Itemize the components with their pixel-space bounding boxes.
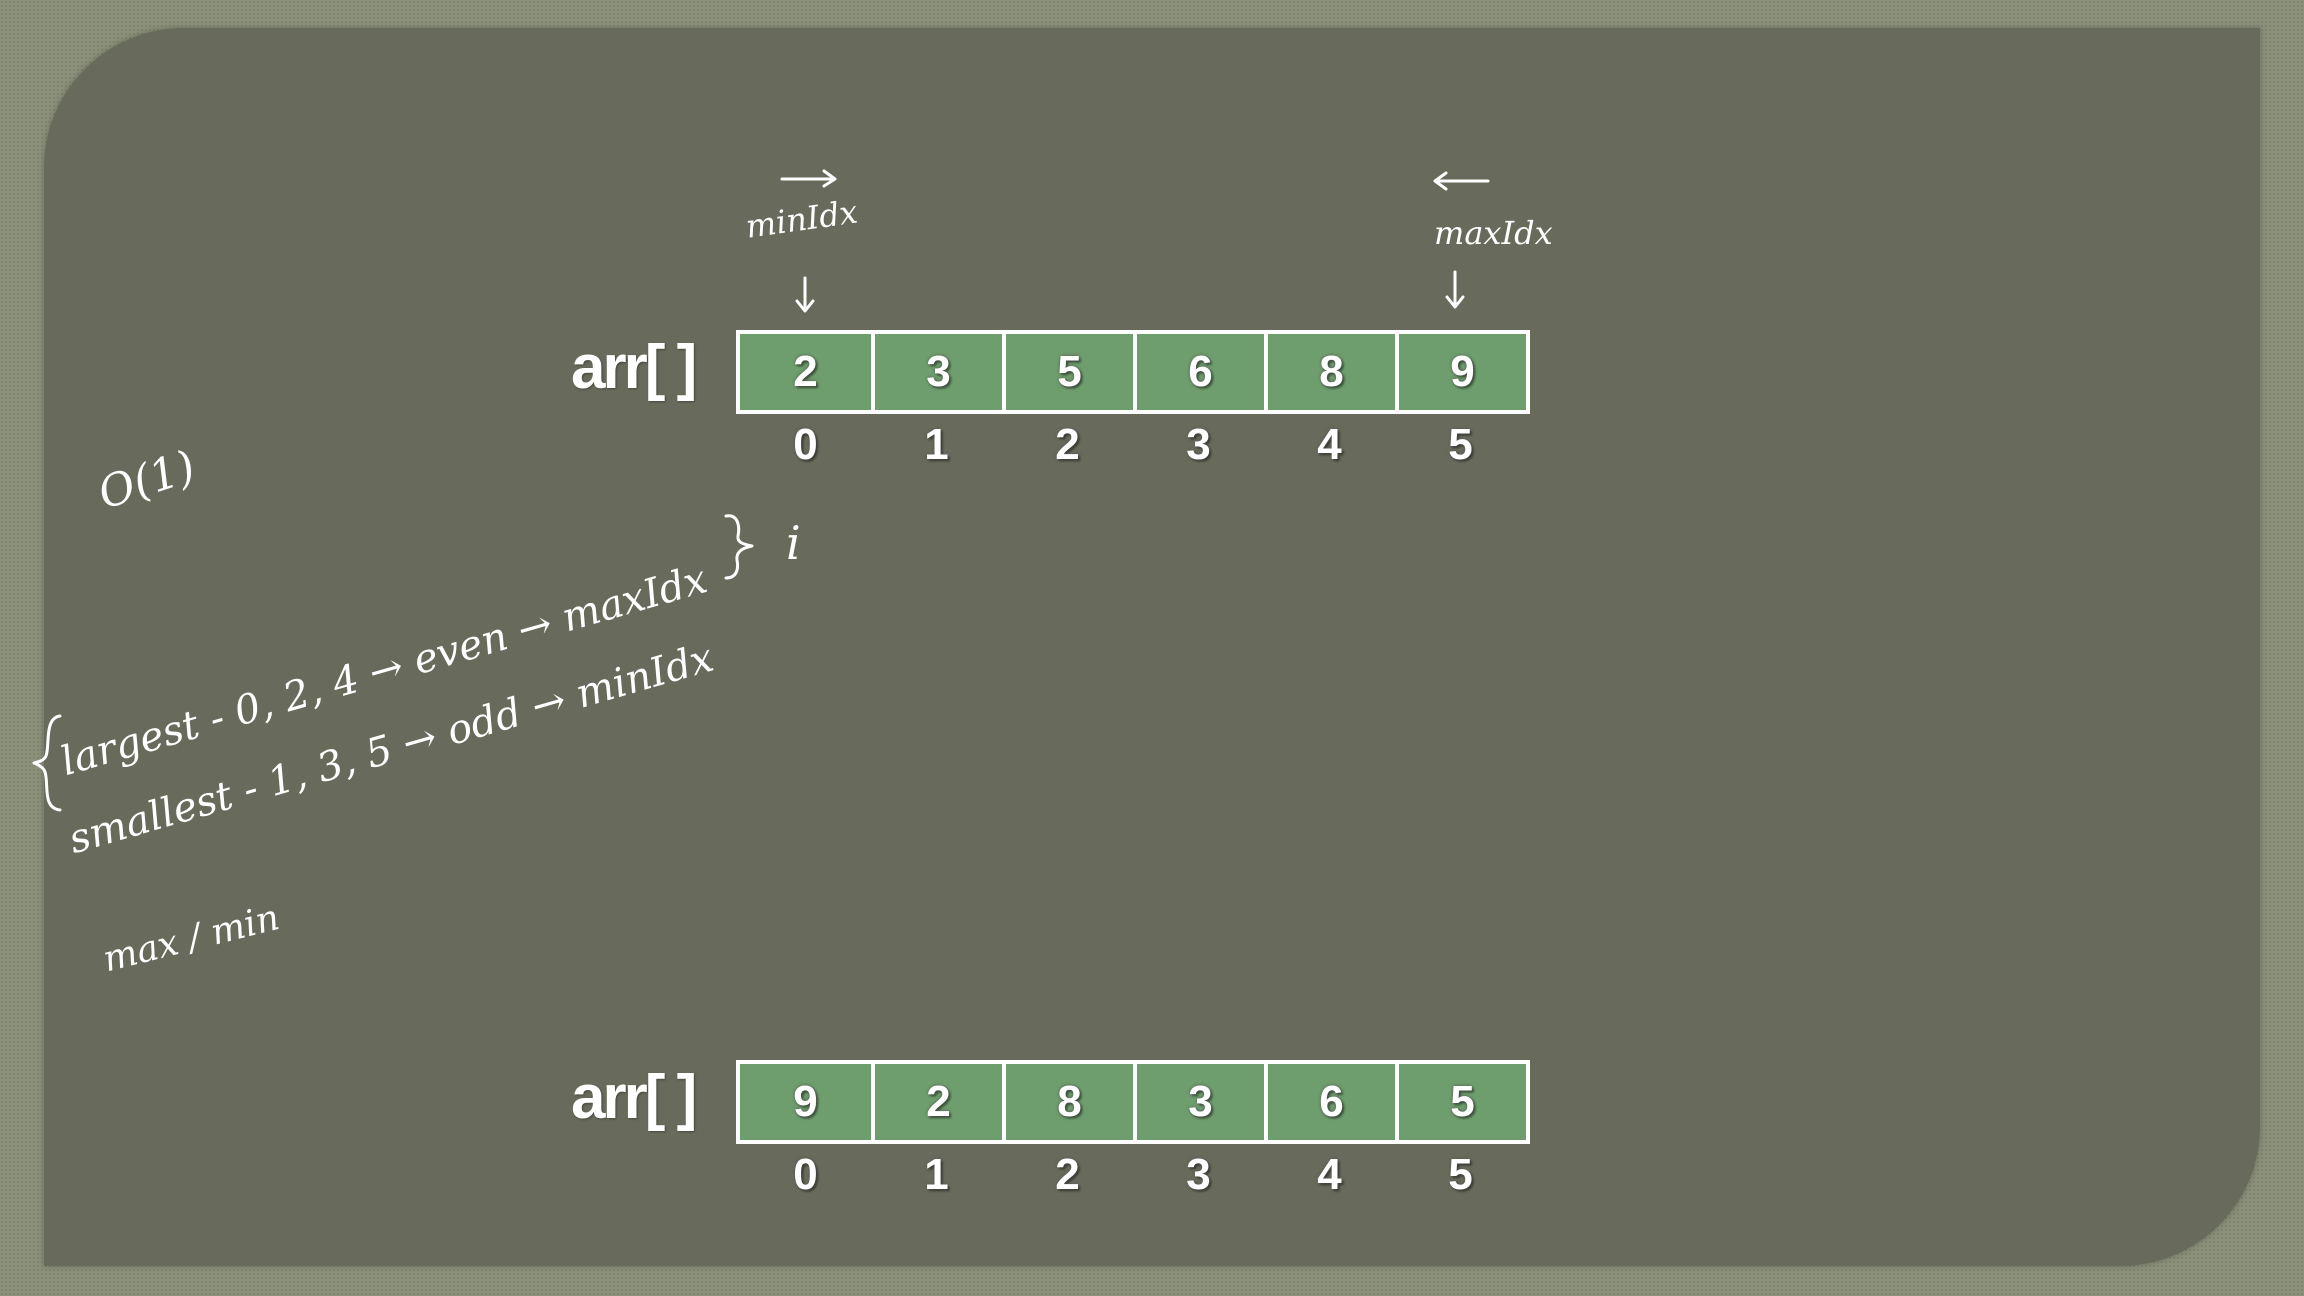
array-box-bottom: 9 2 8 3 6 5: [736, 1060, 1530, 1144]
array-label-top: arr[ ]: [571, 333, 697, 402]
loop-variable-note: i: [786, 516, 801, 570]
array-index: 0: [793, 1150, 818, 1199]
array-index: 0: [793, 420, 818, 469]
array-cell: 8: [1264, 334, 1395, 410]
brace-icon: [724, 514, 754, 580]
array-index: 1: [924, 1150, 949, 1199]
array-index: 1: [924, 420, 949, 469]
array-index: 3: [1186, 1150, 1211, 1199]
array-cell: 9: [1395, 334, 1526, 410]
down-arrow-icon: [795, 276, 815, 313]
left-arrow-icon: [1433, 171, 1490, 191]
array-index: 4: [1317, 420, 1342, 469]
right-arrow-icon: [780, 169, 837, 188]
array-index: 3: [1186, 420, 1211, 469]
array-label-bottom: arr[ ]: [571, 1063, 697, 1132]
index-row-bottom: 0 1 2 3 4 5: [740, 1150, 1526, 1200]
array-cell: 2: [871, 1064, 1002, 1140]
array-cell: 5: [1395, 1064, 1526, 1140]
array-cell: 3: [1133, 1064, 1264, 1140]
array-cell: 3: [871, 334, 1002, 410]
array-cell: 8: [1002, 1064, 1133, 1140]
slide-panel: [44, 28, 2260, 1266]
array-cell: 5: [1002, 334, 1133, 410]
array-index: 4: [1317, 1150, 1342, 1199]
array-index: 5: [1448, 420, 1473, 469]
array-index: 2: [1055, 420, 1080, 469]
array-cell: 2: [740, 334, 871, 410]
array-index: 2: [1055, 1150, 1080, 1199]
array-index: 5: [1448, 1150, 1473, 1199]
array-box-top: 2 3 5 6 8 9: [736, 330, 1530, 414]
array-cell: 6: [1133, 334, 1264, 410]
max-pointer-label: maxIdx: [1434, 214, 1553, 252]
down-arrow-icon: [1445, 270, 1465, 309]
index-row-top: 0 1 2 3 4 5: [740, 420, 1526, 470]
brace-icon: [32, 714, 62, 812]
array-cell: 9: [740, 1064, 871, 1140]
array-cell: 6: [1264, 1064, 1395, 1140]
